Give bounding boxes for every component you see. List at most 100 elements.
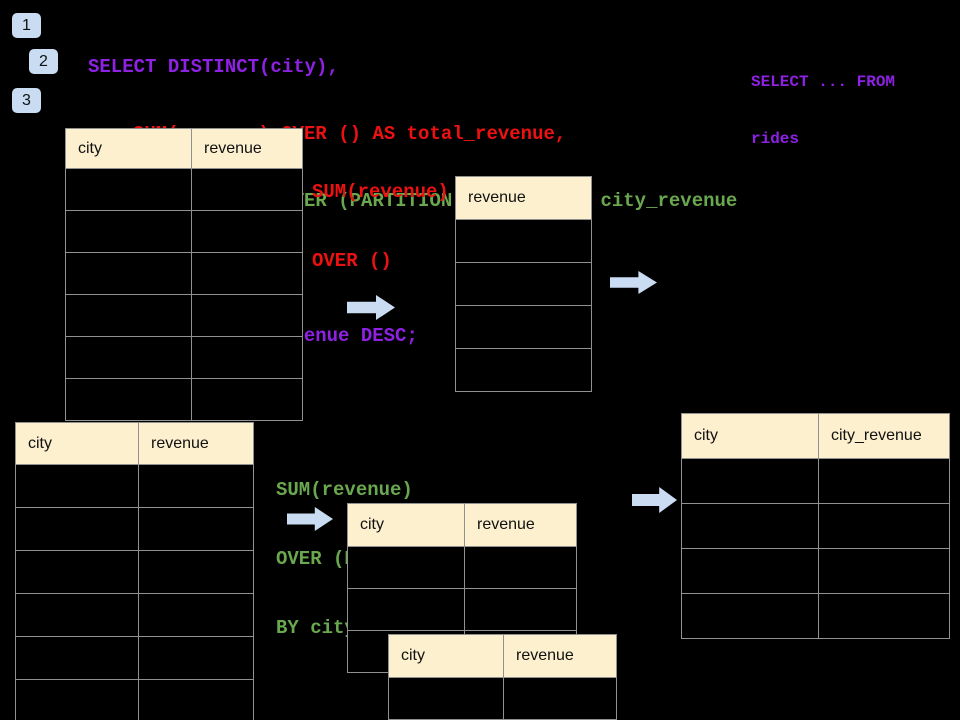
- annotation-line: SUM(revenue): [276, 479, 413, 501]
- table-cell: [138, 508, 253, 550]
- table-row: [16, 636, 253, 679]
- table-cell: [66, 211, 191, 252]
- step-badge-2: 2: [29, 49, 58, 74]
- sql-line-select: SELECT DISTINCT(city),: [88, 55, 339, 78]
- table-header-row: city revenue: [16, 423, 253, 464]
- total-revenue-annotation: SUM(revenue) OVER (): [312, 135, 449, 319]
- table-body: [389, 677, 616, 720]
- table-cell: [818, 459, 949, 503]
- table-cell: [66, 169, 191, 210]
- table-cell: [389, 678, 503, 719]
- table-cell: [16, 508, 138, 550]
- table-cell: [503, 678, 616, 719]
- table-row: [16, 679, 253, 720]
- table-cell: [66, 379, 191, 420]
- table-row: [348, 588, 576, 630]
- table-header-row: city city_revenue: [682, 414, 949, 458]
- step-badge-3: 3: [12, 88, 41, 113]
- table-cell: [682, 594, 818, 638]
- table-cell: [138, 594, 253, 636]
- table-cell: [16, 637, 138, 679]
- table-cell: [464, 547, 576, 588]
- table-row: [348, 546, 576, 588]
- table-row: [682, 503, 949, 548]
- table-row: [456, 348, 591, 391]
- column-header-city: city: [401, 647, 425, 664]
- table-cell: [348, 589, 464, 630]
- table-cell: [464, 589, 576, 630]
- table-total-result: revenue: [455, 176, 592, 392]
- table-body: [456, 219, 591, 391]
- column-header-city: city: [78, 139, 102, 157]
- column-header-revenue: revenue: [503, 635, 616, 677]
- table-source-bottom: city revenue: [15, 422, 254, 720]
- table-cell: [818, 504, 949, 548]
- column-header-city: city: [28, 434, 52, 452]
- table-cell: [348, 547, 464, 588]
- table-row: [66, 336, 302, 378]
- table-header-row: city revenue: [348, 504, 576, 546]
- table-row: [16, 593, 253, 636]
- table-row: [66, 210, 302, 252]
- table-cell: [16, 465, 138, 507]
- column-header-city: city: [360, 516, 384, 533]
- column-header-city: city: [694, 427, 718, 444]
- annotation-line: SUM(revenue): [312, 181, 449, 203]
- table-row: [456, 305, 591, 348]
- table-row: [456, 262, 591, 305]
- table-cell: [191, 253, 302, 294]
- column-header-revenue: revenue: [191, 129, 302, 168]
- side-note-line: rides: [751, 130, 800, 148]
- arrow-right-icon: [610, 271, 657, 294]
- table-row: [389, 677, 616, 719]
- table-cell: [138, 637, 253, 679]
- table-row: [682, 548, 949, 593]
- side-note-line: SELECT ... FROM: [751, 73, 896, 91]
- table-partition-result: city city_revenue: [681, 413, 950, 639]
- table-header-row: city revenue: [66, 129, 302, 168]
- table-source-top: city revenue: [65, 128, 303, 421]
- table-cell: [682, 459, 818, 503]
- table-cell: [16, 551, 138, 593]
- table-row: [66, 168, 302, 210]
- table-cell: [456, 263, 591, 305]
- arrow-right-icon: [632, 487, 677, 513]
- side-note: SELECT ... FROM rides: [751, 35, 895, 187]
- table-cell: [138, 551, 253, 593]
- annotation-line: OVER (): [312, 250, 392, 272]
- column-header-revenue: revenue: [468, 189, 526, 206]
- table-cell: [456, 220, 591, 262]
- table-partition-group-b: city revenue: [388, 634, 617, 720]
- table-header-row: city revenue: [389, 635, 616, 677]
- table-cell: [191, 337, 302, 378]
- table-cell: [138, 465, 253, 507]
- step-badge-1: 1: [12, 13, 41, 38]
- table-row: [682, 593, 949, 638]
- column-header-revenue: revenue: [464, 504, 576, 546]
- table-row: [16, 507, 253, 550]
- table-body: [16, 464, 253, 720]
- table-cell: [456, 349, 591, 391]
- table-cell: [66, 295, 191, 336]
- table-row: [66, 378, 302, 420]
- table-row: [16, 550, 253, 593]
- table-cell: [191, 379, 302, 420]
- arrow-right-icon: [287, 507, 333, 531]
- column-header-revenue: revenue: [138, 423, 253, 464]
- table-row: [66, 294, 302, 336]
- table-row: [456, 219, 591, 262]
- table-cell: [138, 680, 253, 720]
- table-cell: [818, 549, 949, 593]
- table-cell: [456, 306, 591, 348]
- table-cell: [818, 594, 949, 638]
- table-row: [682, 458, 949, 503]
- column-header-city-revenue: city_revenue: [818, 414, 949, 458]
- table-body: [66, 168, 302, 420]
- table-header-row: revenue: [456, 177, 591, 219]
- table-row: [66, 252, 302, 294]
- table-cell: [66, 253, 191, 294]
- table-row: [16, 464, 253, 507]
- table-cell: [682, 549, 818, 593]
- table-cell: [16, 594, 138, 636]
